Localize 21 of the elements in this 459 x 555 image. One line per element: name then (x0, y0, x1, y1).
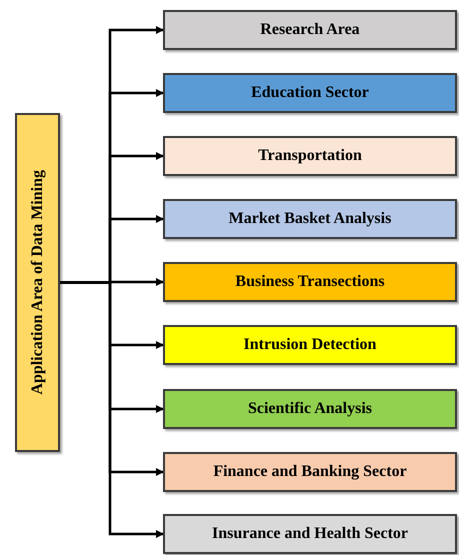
application-box (163, 389, 457, 429)
box-label: Education Sector (251, 83, 369, 103)
box-label: Research Area (260, 20, 360, 40)
category-box (15, 113, 60, 452)
application-box (163, 514, 457, 554)
application-box (163, 136, 457, 176)
application-box (163, 452, 457, 492)
box-label: Transportation (258, 146, 362, 166)
application-box (163, 10, 457, 50)
box-label: Finance and Banking Sector (213, 462, 407, 482)
application-box (163, 199, 457, 239)
box-label: Intrusion Detection (244, 335, 376, 355)
box-label: Market Basket Analysis (228, 209, 392, 229)
application-box (163, 262, 457, 302)
box-label: Scientific Analysis (248, 399, 372, 419)
application-box (163, 73, 457, 113)
box-label: Insurance and Health Sector (212, 524, 408, 544)
box-label: Application Area of Data Mining (28, 170, 46, 395)
box-label: Business Transections (235, 272, 385, 292)
connector-arrow (60, 281, 164, 538)
application-box (163, 325, 457, 365)
